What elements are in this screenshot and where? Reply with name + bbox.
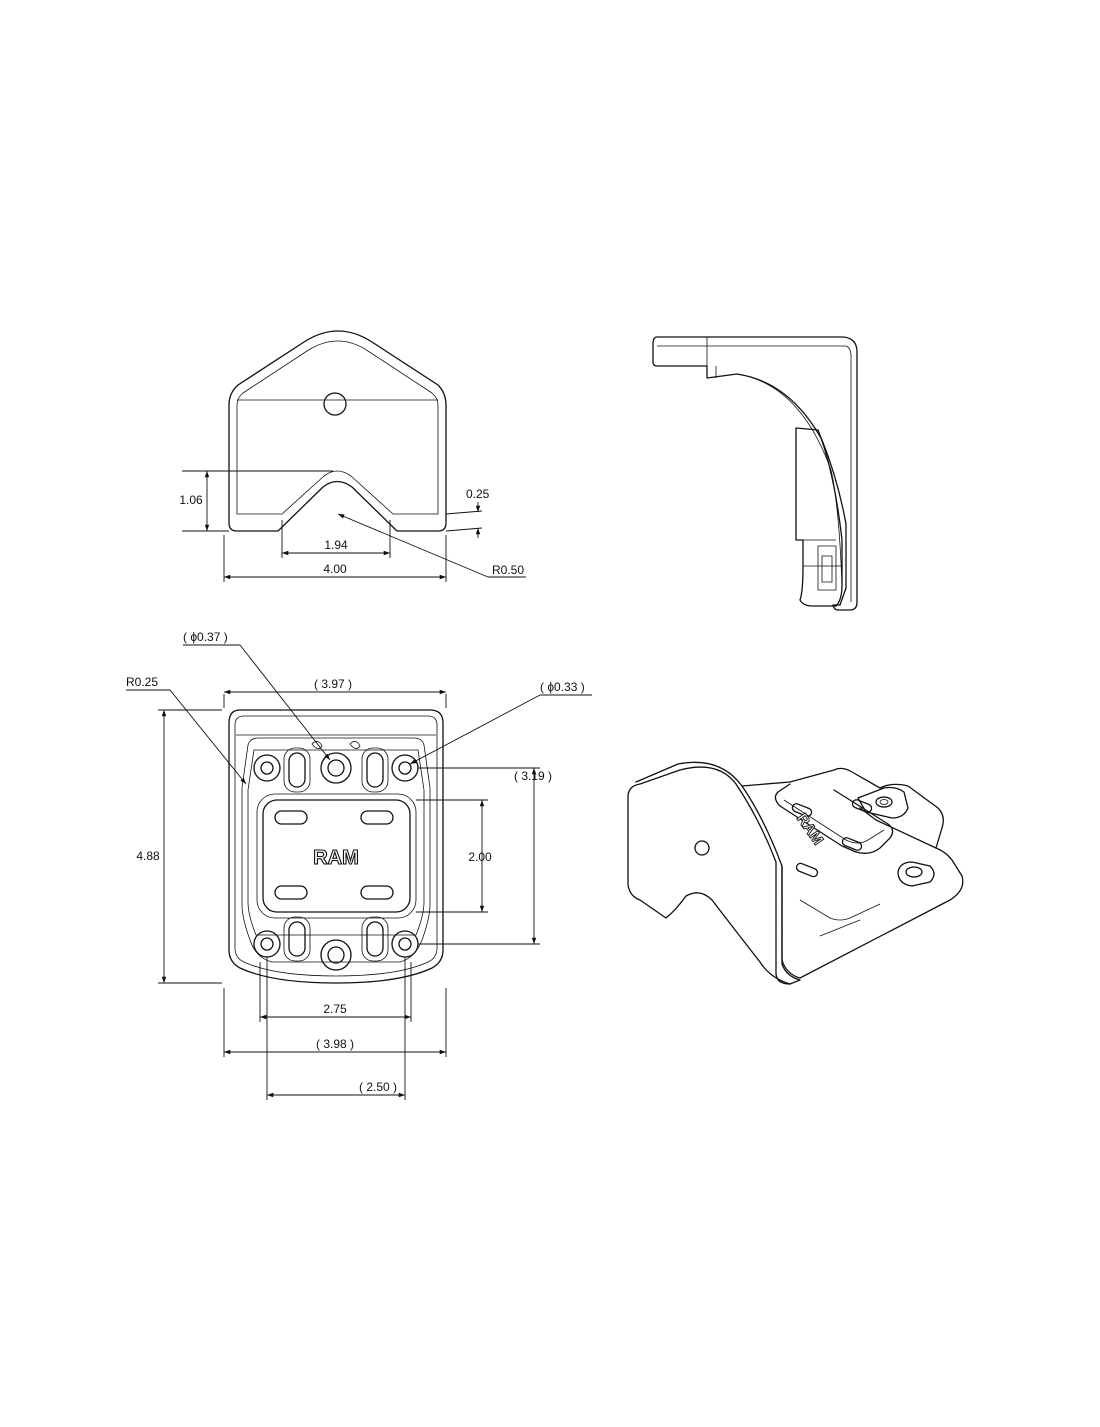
- slot-icon: [360, 810, 394, 825]
- dim-notch-width-label: 1.94: [324, 538, 348, 552]
- iso-slot-icon: [795, 862, 819, 878]
- center-hole-icon: [320, 939, 352, 971]
- dim-hole-large-label: ( ϕ0.37 ): [183, 630, 228, 644]
- dim-pad-height-label: 2.00: [468, 850, 492, 864]
- center-hole-icon: [320, 752, 352, 784]
- dim-hole-small-label: ( ϕ0.33 ): [540, 680, 585, 694]
- dim-hole-spacing-v-label: ( 3.19 ): [514, 769, 552, 783]
- dim-radius-label: R0.50: [492, 563, 524, 577]
- iso-slot-icon: [851, 799, 873, 813]
- clip-slot-icon: [366, 921, 384, 957]
- clip-slot-icon: [288, 752, 306, 788]
- bottom-view-outline: [228, 709, 444, 984]
- top-view: 1.06 0.25 1.94 4.00 R0.50: [179, 330, 526, 582]
- ram-pad: [262, 799, 411, 913]
- iso-hole-icon: [905, 866, 923, 878]
- iso-hole-icon: [694, 840, 710, 856]
- iso-slot-icon: [791, 803, 813, 817]
- dim-corner-radius-label: R0.25: [126, 675, 158, 689]
- dim-overall-height-label: 4.88: [136, 849, 160, 863]
- side-view-outline: [652, 336, 858, 611]
- iso-hole-icon: [875, 796, 893, 808]
- top-view-inner-edge: [236, 340, 439, 515]
- iso-slot-icon: [841, 837, 863, 851]
- dim-overall-bottom-label: ( 3.98 ): [316, 1037, 354, 1051]
- dim-overall-top-label: ( 3.97 ): [314, 677, 352, 691]
- slot-icon: [274, 885, 308, 900]
- mount-hole-icon: [323, 392, 347, 416]
- iso-ram-logo: RAM: [793, 811, 827, 849]
- dim-thickness-label: 0.25: [466, 487, 490, 501]
- side-view: [652, 336, 858, 611]
- dim-hole-spacing-h-label: ( 2.50 ): [359, 1080, 397, 1094]
- top-view-outline: [228, 330, 447, 532]
- ram-logo: RAM: [313, 847, 359, 869]
- slot-icon: [274, 810, 308, 825]
- iso-base-plate: [781, 807, 964, 979]
- side-view-lower-body: [795, 427, 843, 607]
- dim-width-label: 4.00: [323, 562, 347, 576]
- dim-height-label: 1.06: [179, 493, 203, 507]
- iso-view: RAM: [627, 761, 964, 985]
- clip-slot-icon: [366, 752, 384, 788]
- clip-slot-icon: [288, 921, 306, 957]
- dim-pad-width-label: 2.75: [323, 1002, 347, 1016]
- iso-front-plate: [627, 761, 801, 985]
- slot-icon: [360, 885, 394, 900]
- bottom-view: RAM ( 3.97 ) ( ϕ0.37 ): [126, 630, 592, 1100]
